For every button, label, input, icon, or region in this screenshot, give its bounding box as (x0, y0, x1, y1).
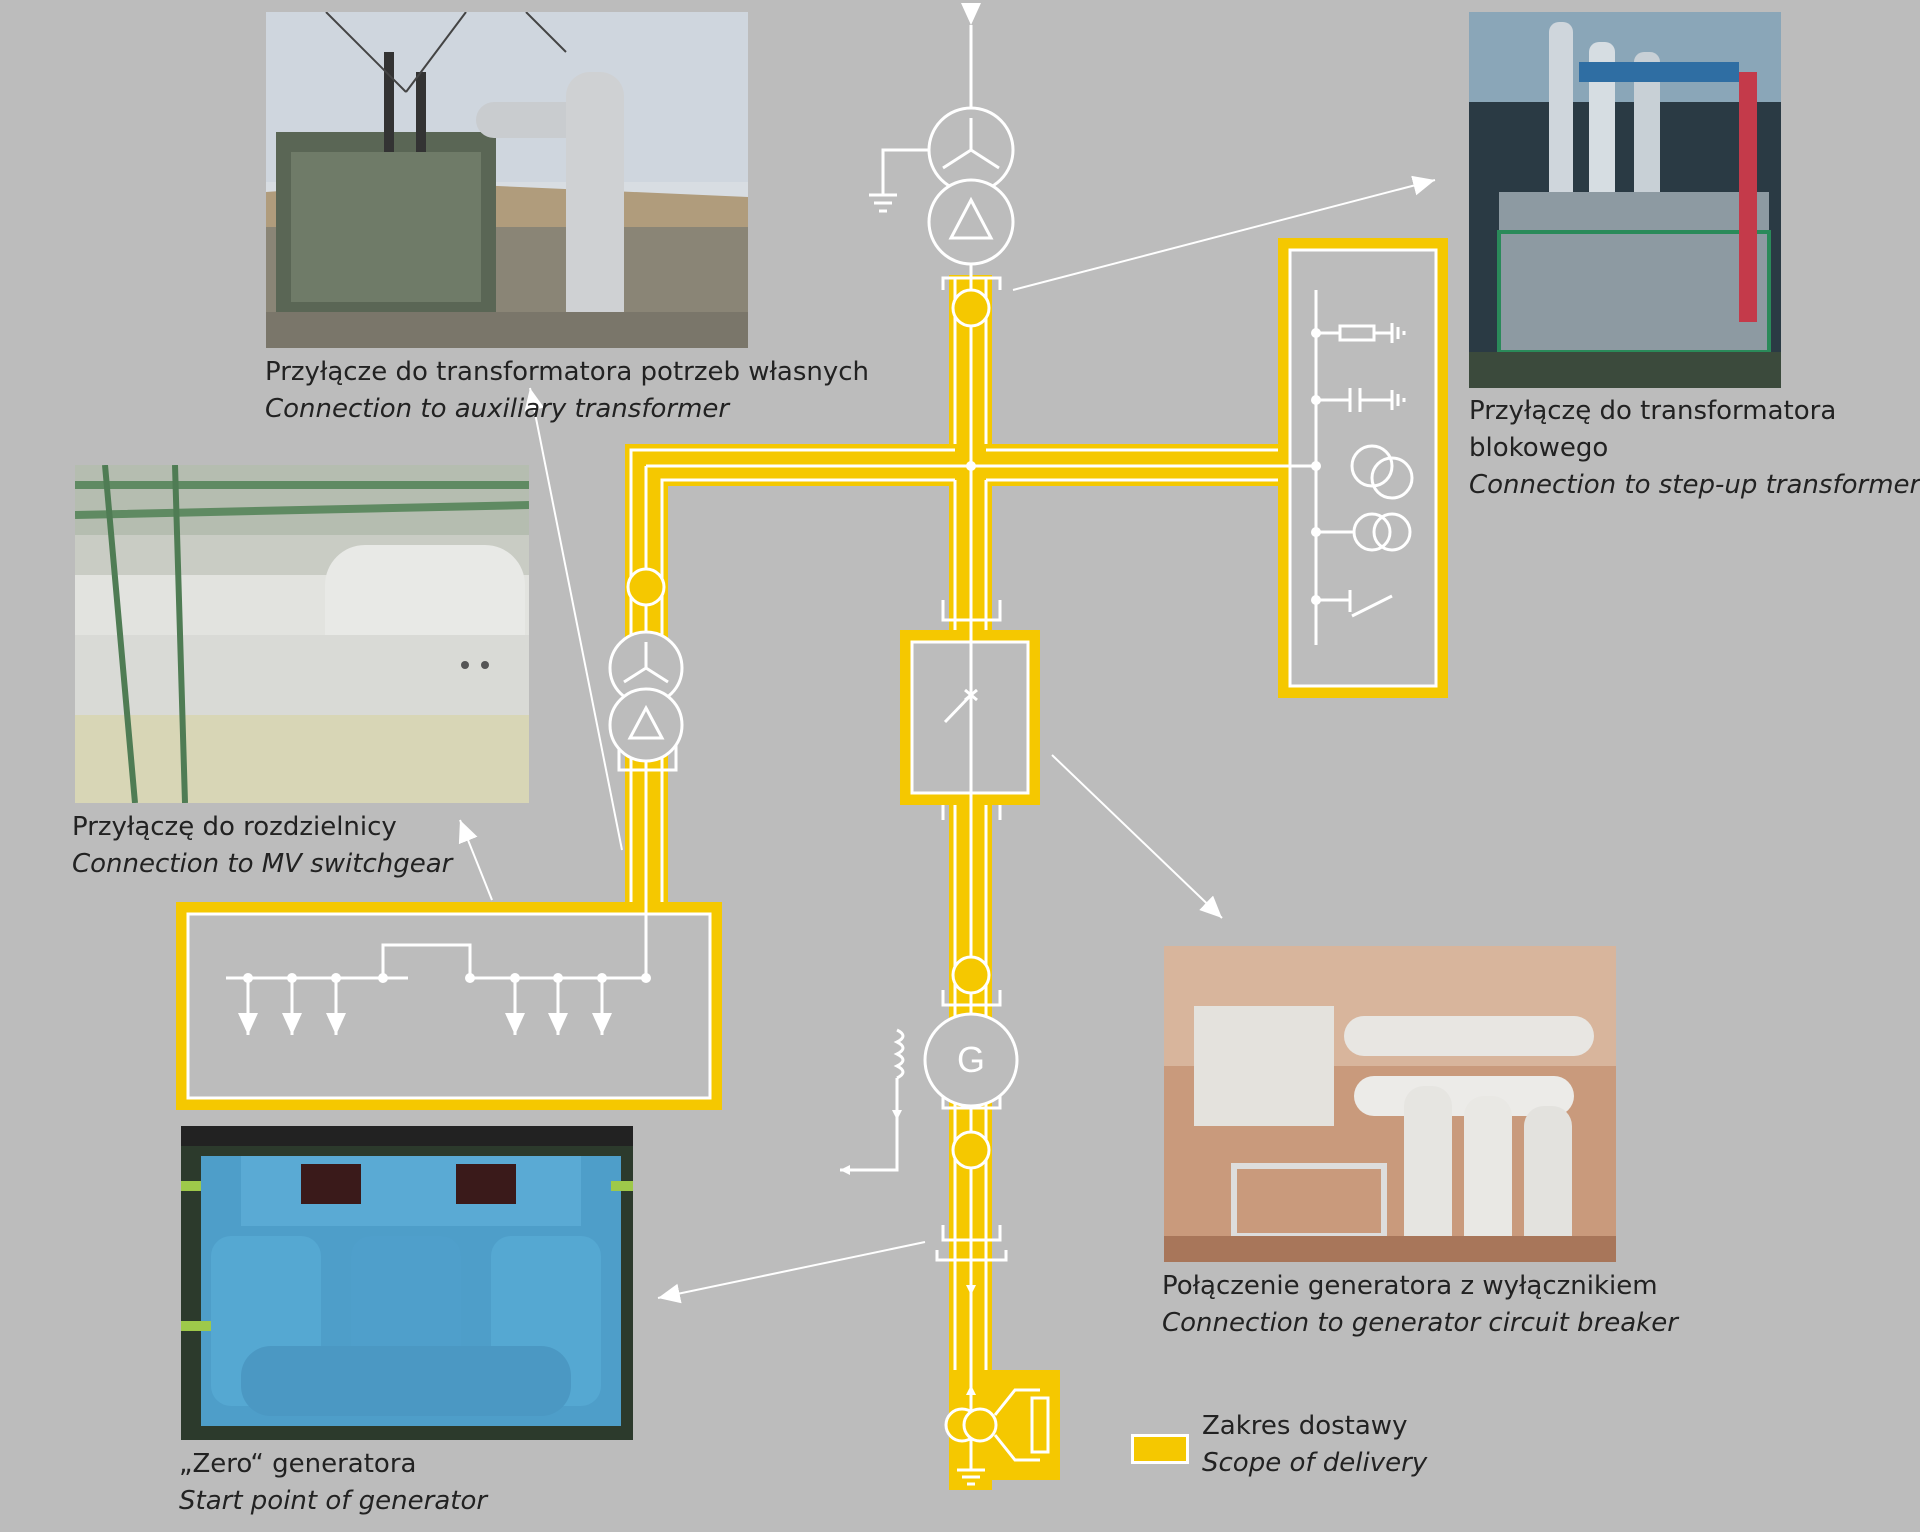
caption-mv-switchgear: Przyłączę do rozdzielnicy Connection to … (72, 809, 452, 883)
caption-gen-breaker: Połączenie generatora z wyłącznikiem Con… (1162, 1268, 1678, 1342)
caption-stepup-transformer-pl-1: Przyłączę do transformatora (1469, 396, 1837, 426)
photo-aux-transformer (266, 12, 748, 348)
photo-mv-switchgear (75, 465, 529, 803)
caption-gen-breaker-pl: Połączenie generatora z wyłącznikiem (1162, 1271, 1658, 1301)
generator-symbol (923, 1012, 1019, 1108)
legend-label-pl: Zakres dostawy (1202, 1411, 1408, 1441)
current-transformers (626, 288, 991, 1170)
caption-stepup-transformer: Przyłączę do transformatora blokowego Co… (1469, 393, 1920, 504)
caption-aux-transformer-en: Connection to auxiliary transformer (265, 394, 730, 424)
excitation-branch (840, 1028, 905, 1175)
stepup-transformer-symbol (869, 106, 1015, 266)
caption-stepup-transformer-en: Connection to step-up transformer (1469, 470, 1920, 500)
caption-gen-start-pl: „Zero“ generatora (179, 1449, 417, 1479)
legend-swatch (1131, 1434, 1189, 1464)
caption-gen-start: „Zero“ generatora Start point of generat… (179, 1446, 487, 1520)
generator-label: G (957, 1039, 985, 1080)
caption-gen-breaker-en: Connection to generator circuit breaker (1162, 1308, 1678, 1338)
callout-arrows (458, 175, 1436, 1304)
switchyard-symbols (1314, 290, 1414, 645)
photo-gen-breaker (1164, 946, 1616, 1262)
mv-switchgear-nodes (243, 973, 651, 983)
photo-stepup-transformer (1469, 12, 1781, 388)
aux-transformer-symbol (608, 630, 684, 763)
scope-box-switchyard (1278, 238, 1448, 698)
legend-label-en: Scope of delivery (1202, 1448, 1428, 1478)
switchyard-nodes (966, 328, 1321, 605)
caption-mv-switchgear-pl: Przyłączę do rozdzielnicy (72, 812, 397, 842)
caption-gen-start-en: Start point of generator (179, 1486, 488, 1516)
photo-gen-start (181, 1126, 633, 1440)
caption-stepup-transformer-pl-2: blokowego (1469, 433, 1609, 463)
scope-box-mv-switchgear (176, 902, 722, 1110)
neutral-grounding-symbol (944, 1280, 1050, 1486)
duct-outlines (629, 277, 1279, 1370)
caption-mv-switchgear-en: Connection to MV switchgear (72, 849, 453, 879)
generator-breaker-symbol (943, 688, 978, 724)
legend: Zakres dostawy Scope of delivery (1202, 1408, 1427, 1482)
caption-aux-transformer: Przyłącze do transformatora potrzeb włas… (265, 354, 869, 428)
caption-aux-transformer-pl: Przyłącze do transformatora potrzeb włas… (265, 357, 870, 387)
